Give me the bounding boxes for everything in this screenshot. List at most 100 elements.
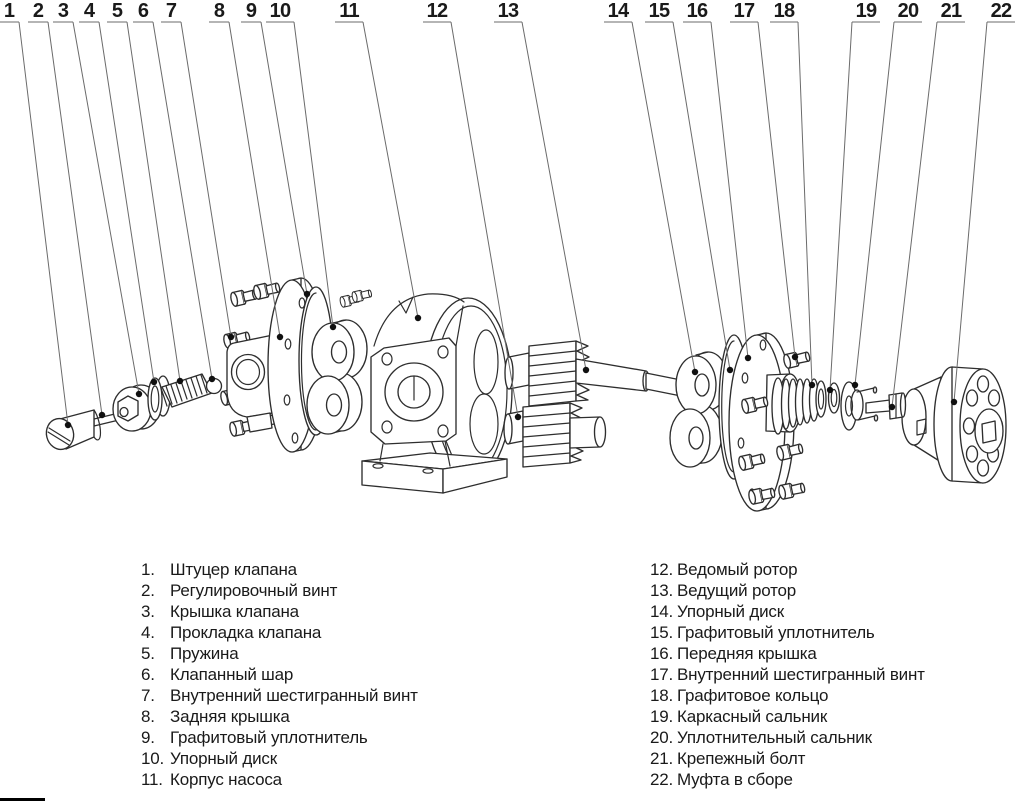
legend-item: 17.Внутренний шестигранный винт [650, 664, 925, 685]
driving-rotor [504, 340, 690, 407]
legend-item: 19.Каркасный сальник [650, 706, 925, 727]
legend-item-number: 15. [650, 623, 674, 642]
legend-item-number: 14. [650, 602, 674, 621]
leader-line [854, 21, 922, 386]
legend-item: 16.Передняя крышка [650, 643, 925, 664]
legend-item-number: 5. [141, 644, 155, 663]
callout-number: 22 [991, 0, 1012, 22]
legend-item-label: Уплотнительный сальник [677, 728, 872, 747]
callout-dot [276, 333, 284, 341]
bottom-edge-artifact [0, 798, 45, 801]
legend-item: 13.Ведущий ротор [650, 580, 925, 601]
legend-item: 14.Упорный диск [650, 601, 925, 622]
callout-dot [303, 290, 311, 298]
leader-line [829, 21, 880, 391]
leader-line [266, 21, 334, 328]
legend-item-label: Муфта в сборе [677, 770, 793, 789]
legend-item-number: 3. [141, 602, 155, 621]
legend-item-number: 7. [141, 686, 155, 705]
fixing-bolt [865, 392, 907, 420]
leader-line [891, 21, 965, 408]
callout-number: 4 [84, 0, 96, 22]
legend-item-label: Штуцер клапана [170, 560, 297, 579]
callout-dot [726, 366, 734, 374]
legend-item-label: Ведущий ротор [677, 581, 796, 600]
legend-item-label: Упорный диск [677, 602, 784, 621]
legend-item-number: 18. [650, 686, 674, 705]
callout-number: 18 [774, 0, 795, 22]
callout-number: 20 [898, 0, 919, 22]
leader-line [79, 21, 155, 383]
legend-item-number: 16. [650, 644, 674, 663]
leader-line [0, 21, 69, 426]
callout-dot [691, 368, 699, 376]
legend-item-number: 2. [141, 581, 155, 600]
callout-dot [826, 386, 834, 394]
leader-line [107, 21, 181, 382]
legend-item: 10. Упорный диск [141, 748, 418, 769]
legend-item-number: 19. [650, 707, 674, 726]
legend-item-label: Передняя крышка [677, 644, 817, 663]
leader-line [494, 21, 587, 371]
leader-line [335, 21, 419, 319]
callout-number: 10 [270, 0, 291, 22]
legend-item-number: 9. [141, 728, 155, 747]
legend-item-label: Задняя крышка [170, 707, 290, 726]
callout-number: 19 [856, 0, 877, 22]
callout-dot [791, 353, 799, 361]
legend-item-number: 8. [141, 707, 155, 726]
leader-line [645, 21, 731, 371]
legend-item-label: Крышка клапана [170, 602, 299, 621]
legend-item-number: 1. [141, 560, 155, 579]
graphite-ring-seal [771, 377, 827, 435]
callout-dot [414, 314, 422, 322]
legend-item: 9. Графитовый уплотнитель [141, 727, 418, 748]
legend-item-number: 17. [650, 665, 674, 684]
legend-item-label: Графитовое кольцо [677, 686, 829, 705]
legend-item-label: Внутренний шестигранный винт [170, 686, 418, 705]
legend-item-label: Графитовый уплотнитель [170, 728, 368, 747]
legend-item: 7. Внутренний шестигранный винт [141, 685, 418, 706]
legend-item: 11. Корпус насоса [141, 769, 418, 790]
callout-number: 7 [166, 0, 177, 22]
legend-item-number: 11. [141, 770, 163, 789]
legend-item-label: Упорный диск [170, 749, 277, 768]
coupling-assembly [901, 366, 1007, 484]
legend-item: 20.Уплотнительный сальник [650, 727, 925, 748]
leader-line [209, 21, 281, 338]
leader-line [161, 21, 232, 338]
leader-line [133, 21, 213, 380]
legend-item: 3. Крышка клапана [141, 601, 418, 622]
legend-item: 18.Графитовое кольцо [650, 685, 925, 706]
leader-line [953, 21, 1015, 403]
legend-item-number: 21. [650, 749, 674, 768]
legend-item-number: 10. [141, 749, 165, 768]
callout-dot [208, 375, 216, 383]
legend-item-number: 22. [650, 770, 674, 789]
legend-item-label: Каркасный сальник [677, 707, 828, 726]
legend-item-number: 6. [141, 665, 155, 684]
valve-spring [160, 373, 213, 408]
legend-item-label: Пружина [170, 644, 239, 663]
legend-item-label: Внутренний шестигранный винт [677, 665, 925, 684]
legend-item: 21.Крепежный болт [650, 748, 925, 769]
legend-item: 12.Ведомый ротор [650, 559, 925, 580]
callout-number: 13 [498, 0, 519, 22]
legend-item-number: 12. [650, 560, 674, 579]
thrust-disc-rear [306, 319, 368, 435]
callout-number: 2 [33, 0, 44, 22]
callout-dot [150, 378, 158, 386]
pump-housing [361, 293, 513, 494]
callout-number: 1 [4, 0, 15, 22]
legend-item-label: Корпус насоса [170, 770, 282, 789]
legend-item-label: Клапанный шар [170, 665, 294, 684]
legend-item-number: 20. [650, 728, 674, 747]
callout-dot [64, 421, 72, 429]
callout-number: 11 [339, 0, 359, 22]
legend-item: 15.Графитовый уплотнитель [650, 622, 925, 643]
valve-fitting [45, 409, 102, 451]
callout-dot [135, 390, 143, 398]
leader-line [241, 21, 308, 295]
